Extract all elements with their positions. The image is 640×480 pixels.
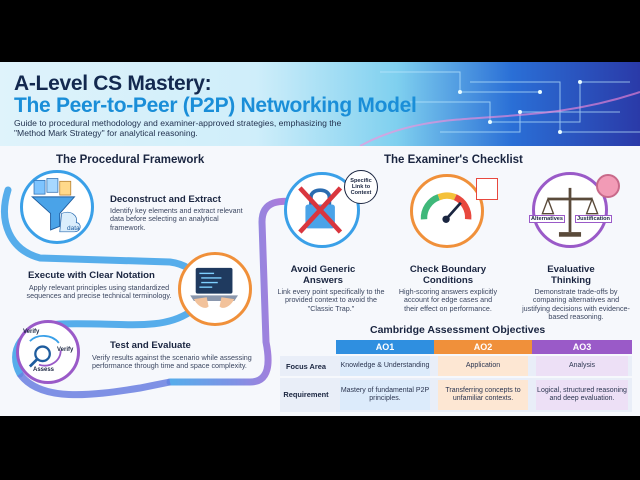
step1-icon-wrap: data: [20, 170, 94, 244]
infographic: A-Level CS Mastery: The Peer-to-Peer (P2…: [0, 62, 640, 416]
step1-text: Identify key elements and extract releva…: [110, 206, 243, 232]
title-line-1: A-Level CS Mastery:: [14, 72, 212, 95]
objectives-table: AO1 AO2 AO3 Focus Area Knowledge & Under…: [280, 340, 636, 414]
laptop-code-icon: [190, 267, 238, 308]
row2-label: Requirement: [283, 390, 329, 399]
step3-icon-wrap: Verify Verify Assess: [16, 320, 80, 384]
step3-text: Verify results against the scenario whil…: [92, 353, 252, 371]
ao2-header: AO2: [434, 340, 532, 354]
check2-text: High-scoring answers explicitly account …: [398, 287, 498, 313]
gauge-icon: [420, 192, 472, 223]
subtitle: Guide to procedural methodology and exam…: [14, 118, 342, 138]
check3-icon-wrap: Alternatives Justification: [529, 172, 612, 248]
row2-ao3: Logical, structured reasoning and deep e…: [536, 380, 628, 410]
title-line-2: The Peer-to-Peer (P2P) Networking Model: [14, 94, 417, 117]
row2-ao1: Mastery of fundamental P2P principles.: [340, 380, 430, 410]
row1-ao3: Analysis: [536, 356, 628, 376]
check2-icon-wrap: [410, 174, 484, 248]
justification-label: Justification: [575, 215, 612, 223]
step2-text: Apply relevant principles using standard…: [26, 283, 172, 301]
alternatives-label: Alternatives: [529, 215, 566, 223]
assess-label: Assess: [33, 367, 55, 373]
step3-title: Test and Evaluate: [110, 340, 191, 351]
verify-magnifier-icon: [28, 335, 62, 368]
funnel-data-icon: [30, 178, 81, 233]
check3-title: Evaluative Thinking: [547, 264, 595, 286]
specific-link-text: Specific Link to Context: [350, 178, 372, 196]
ao3-header: AO3: [532, 340, 632, 354]
specific-link-badge: Specific Link to Context: [344, 170, 378, 204]
row1-label: Focus Area: [286, 362, 326, 371]
objectives-heading: Cambridge Assessment Objectives: [370, 324, 546, 336]
row2-ao2: Transferring concepts to unfamiliar cont…: [438, 380, 528, 410]
edge-case-icon: [476, 178, 498, 200]
padlock-cross-icon: [298, 186, 343, 234]
circuit-decoration-icon: [359, 71, 640, 146]
row1-ao1: Knowledge & Understanding: [340, 356, 430, 376]
check2-title: Check Boundary Conditions: [409, 264, 487, 286]
check1-title: Avoid Generic Answers: [290, 264, 356, 286]
step2-icon-wrap: [178, 252, 252, 326]
verify-label-2: Verify: [57, 347, 74, 353]
data-icon-label: data: [67, 225, 80, 232]
brain-gear-icon: [596, 174, 620, 198]
verify-label-1: Verify: [23, 329, 40, 335]
check1-text: Link every point specifically to the pro…: [277, 287, 385, 313]
check3-text: Demonstrate trade-offs by comparing alte…: [522, 287, 630, 322]
step2-title: Execute with Clear Notation: [28, 270, 155, 281]
balance-scale-icon: [541, 187, 599, 237]
row1-ao2: Application: [438, 356, 528, 376]
ao1-header: AO1: [336, 340, 434, 354]
framework-heading: The Procedural Framework: [56, 154, 205, 166]
header-banner: A-Level CS Mastery: The Peer-to-Peer (P2…: [0, 62, 640, 146]
step1-title: Deconstruct and Extract: [110, 194, 221, 205]
checklist-heading: The Examiner's Checklist: [384, 154, 523, 166]
